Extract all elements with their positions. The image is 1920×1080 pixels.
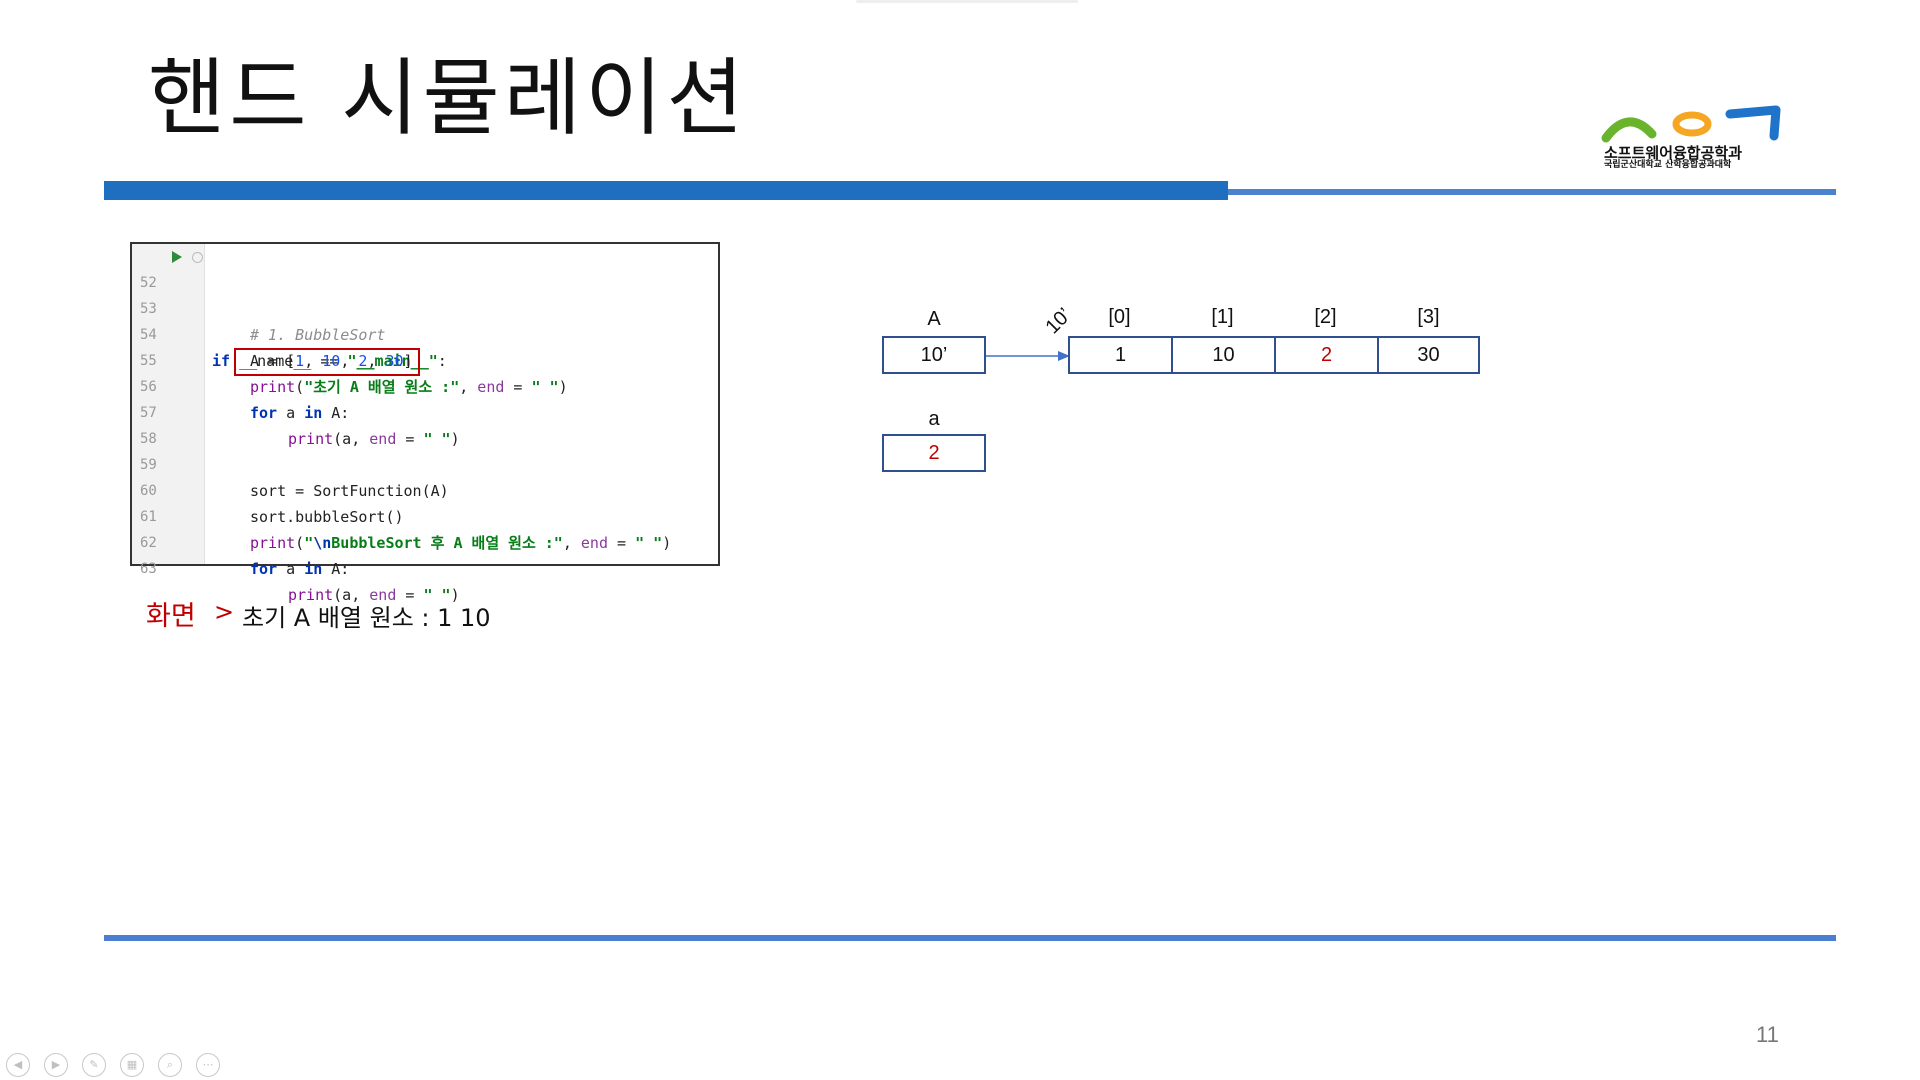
code-line: 52 if __name__ == "__main__": bbox=[132, 244, 718, 370]
reference-arrow bbox=[986, 351, 1070, 361]
array-index-3: [3] bbox=[1417, 306, 1440, 328]
title-divider-thick bbox=[104, 181, 1228, 200]
code-line: 62 for a in A: bbox=[132, 504, 718, 578]
line-number: 60 bbox=[140, 483, 157, 499]
code-line: 60 sort.bubbleSort() bbox=[132, 452, 718, 526]
array-cell-0: 1 bbox=[1068, 336, 1173, 374]
pen-icon[interactable]: ✎ bbox=[82, 1053, 106, 1077]
line-number: 54 bbox=[140, 327, 157, 343]
logo-orange-ring bbox=[1672, 111, 1712, 137]
array-value-0: 1 bbox=[1114, 344, 1127, 366]
code-line: 56 for a in A: bbox=[132, 348, 718, 422]
page-number: 11 bbox=[1756, 1022, 1779, 1047]
code-line: 63 print(a, end = " ") bbox=[132, 530, 718, 604]
line-number: 63 bbox=[140, 561, 157, 577]
prev-icon[interactable]: ◀ bbox=[6, 1053, 30, 1077]
var-A-box: 10’ bbox=[882, 336, 986, 374]
array-cell-1: 10 bbox=[1171, 336, 1276, 374]
logo-department-name: 소프트웨어융합공학과 bbox=[1604, 144, 1743, 162]
var-a-label: a bbox=[928, 408, 940, 430]
line-number: 52 bbox=[140, 275, 157, 291]
array-index-0: [0] bbox=[1108, 306, 1131, 328]
code-line: 61 print("\nBubbleSort 후 A 배열 원소 :", end… bbox=[132, 478, 718, 552]
next-icon[interactable]: ▶ bbox=[44, 1053, 68, 1077]
top-tab-indicator bbox=[856, 0, 1078, 3]
output-text: 초기 A 배열 원소 : 1 10 bbox=[242, 604, 491, 632]
array-index-2: [2] bbox=[1314, 306, 1337, 328]
code-line: 53 # 1. BubbleSort bbox=[132, 270, 718, 344]
code-line: 55 print("초기 A 배열 원소 :", end = " ") bbox=[132, 322, 718, 396]
more-icon[interactable]: ⋯ bbox=[196, 1053, 220, 1077]
code-editor-snippet: 52 if __name__ == "__main__": 53 # 1. Bu… bbox=[130, 242, 720, 604]
footer-divider bbox=[104, 935, 1836, 941]
line-number: 58 bbox=[140, 431, 157, 447]
var-A-label: A bbox=[927, 308, 941, 330]
line-number: 62 bbox=[140, 535, 157, 551]
logo-green-stroke bbox=[1601, 117, 1657, 143]
logo-blue-stroke bbox=[1725, 105, 1781, 141]
array-cell-2: 2 bbox=[1274, 336, 1379, 374]
zoom-icon[interactable]: ⌕ bbox=[158, 1053, 182, 1077]
output-label: 화면 bbox=[146, 601, 196, 632]
slides-icon[interactable]: ▦ bbox=[120, 1053, 144, 1077]
line-number: 59 bbox=[140, 457, 157, 473]
line-number: 53 bbox=[140, 301, 157, 317]
line-number: 55 bbox=[140, 353, 157, 369]
fold-icon[interactable] bbox=[192, 252, 203, 263]
line-number-gutter bbox=[132, 244, 205, 564]
logo-university-name: 국립군산대학교 산학융합공과대학 bbox=[1604, 160, 1732, 170]
code-line: 59 sort = SortFunction(A) bbox=[132, 426, 718, 500]
array-index-1: [1] bbox=[1211, 306, 1234, 328]
current-line-highlight bbox=[234, 348, 420, 376]
output-arrow: > bbox=[214, 598, 235, 626]
code-line: 58 bbox=[132, 400, 718, 447]
slide-title: 핸드 시뮬레이션 bbox=[148, 49, 748, 147]
line-number: 57 bbox=[140, 405, 157, 421]
array-value-1: 10 bbox=[1212, 344, 1235, 366]
department-logo bbox=[1601, 105, 1781, 143]
run-icon[interactable] bbox=[172, 251, 182, 263]
title-divider-thin bbox=[1228, 189, 1836, 195]
var-a-value: 2 bbox=[928, 442, 940, 464]
var-a-box: 2 bbox=[882, 434, 986, 472]
array-value-3: 30 bbox=[1417, 344, 1440, 366]
array-value-2: 2 bbox=[1320, 344, 1333, 366]
code-line: 54 A = [1, 10, 2, 30] bbox=[132, 296, 718, 370]
array-cell-3: 30 bbox=[1377, 336, 1480, 374]
code-line: 57 print(a, end = " ") bbox=[132, 374, 718, 448]
var-A-value: 10’ bbox=[920, 344, 948, 366]
line-number: 61 bbox=[140, 509, 157, 525]
line-number: 56 bbox=[140, 379, 157, 395]
